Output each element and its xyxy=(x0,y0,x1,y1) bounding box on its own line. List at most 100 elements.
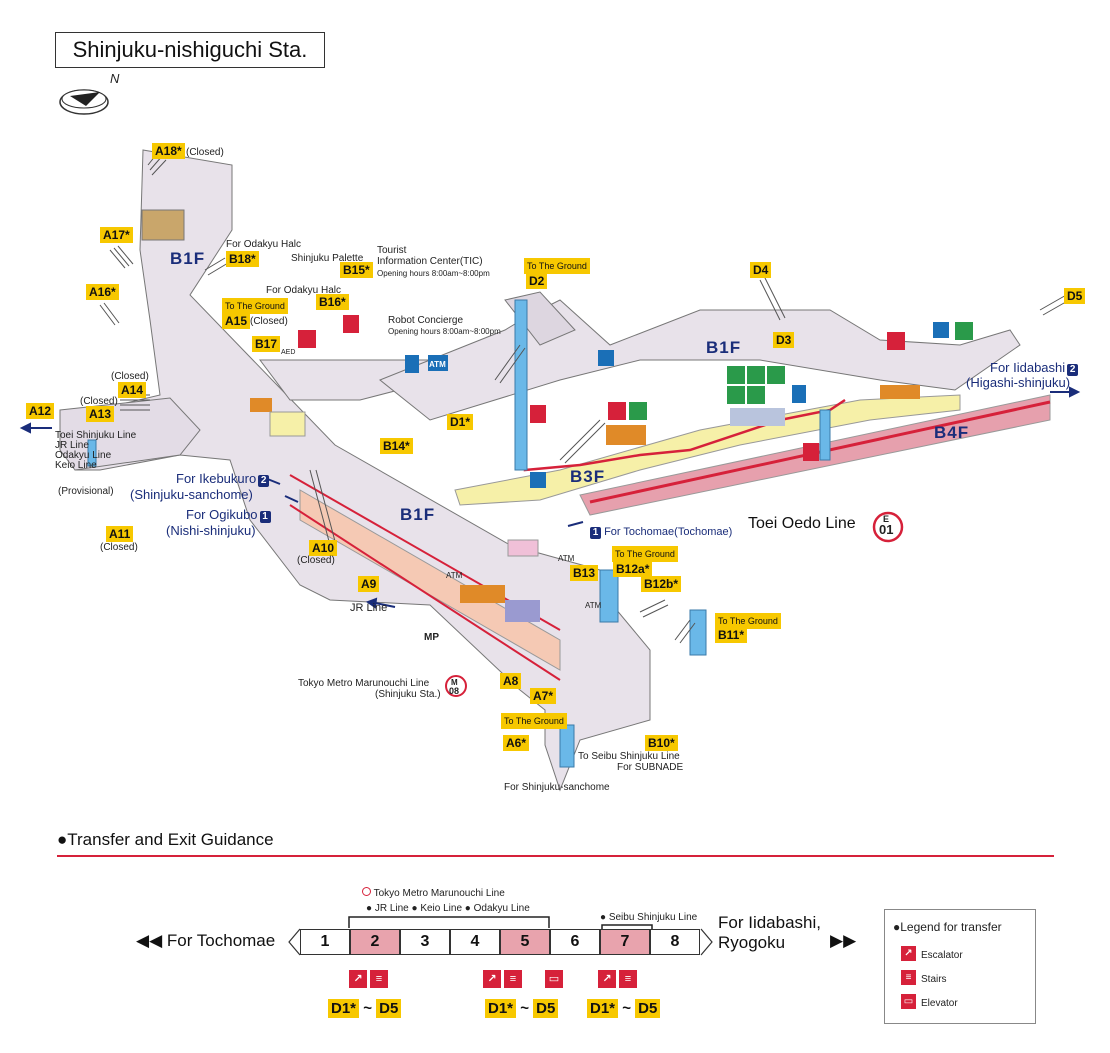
telephone-icon xyxy=(405,355,419,373)
ticket-icon-east xyxy=(933,322,949,338)
direction-ikebukuro-via: (Shinjuku-sanchome) xyxy=(130,487,253,502)
stairs-icon-car5: ≡ xyxy=(504,970,522,988)
family-room-icon xyxy=(747,386,765,404)
ticket-icon xyxy=(598,350,614,366)
exit-b16-tag: B16* xyxy=(316,294,349,310)
exit-a15-note: (Closed) xyxy=(250,316,288,327)
exit-range-car7: D1* ~ D5 xyxy=(587,999,661,1018)
baby-room-icon xyxy=(767,366,785,384)
robot-label: Robot Concierge xyxy=(388,315,464,326)
transfer-seibu: ● Seibu Shinjuku Line xyxy=(600,912,698,923)
car-2: 2 xyxy=(350,929,400,955)
lines-left-1: Toei Shinjuku Line xyxy=(55,430,137,441)
legend-escalator-icon: ↗ xyxy=(901,946,916,961)
for-iidabashi-arrows: ▶▶ xyxy=(830,931,857,950)
exit-a16-tag: A16* xyxy=(86,284,119,300)
atm-label-1: ATM xyxy=(558,554,575,563)
atm-label-2: ATM xyxy=(585,601,602,610)
for-iidabashi-label-2: Ryogoku xyxy=(718,933,786,952)
direction-tochomae-num: 1 xyxy=(590,527,601,539)
marunouchi-code-num: 08 xyxy=(449,686,460,696)
floor-label-b1f-north: B1F xyxy=(170,249,206,268)
car-8: 8 xyxy=(650,929,700,955)
marunouchi-label-2: (Shinjuku Sta.) xyxy=(375,689,441,700)
compass-icon xyxy=(59,89,109,115)
exit-range-car2-to: D5 xyxy=(376,999,402,1018)
exit-range-car7-to: D5 xyxy=(635,999,661,1018)
direction-ogikubo-via: (Nishi-shinjuku) xyxy=(166,523,256,538)
exit-a11-note: (Closed) xyxy=(100,542,138,553)
exit-range-car2: D1* ~ D5 xyxy=(328,999,402,1018)
exit-a15-tag: A15 xyxy=(222,313,251,329)
legend-stairs: Stairs xyxy=(921,974,947,985)
exit-b13-tag: B13 xyxy=(570,565,599,581)
exit-a18-note: (Closed) xyxy=(186,147,224,158)
exit-b12a-ground: To The Ground xyxy=(612,546,678,562)
guidance-divider xyxy=(57,855,1054,857)
direction-iidabashi-num: 2 xyxy=(1067,364,1079,376)
exit-d3-tag: D3 xyxy=(773,332,795,348)
oedo-line-badge xyxy=(872,511,904,543)
exit-a14-tag: A14 xyxy=(118,382,147,398)
coin-locker-icon xyxy=(629,402,647,420)
station-title: Shinjuku-nishiguchi Sta. xyxy=(55,32,325,68)
exit-b12b-tag: B12b* xyxy=(641,576,682,592)
for-iidabashi-label-1: For Iidabashi, xyxy=(718,913,821,932)
mp-label: MP xyxy=(424,632,439,643)
transfer-marunouchi: Tokyo Metro Marunouchi Line xyxy=(362,887,505,899)
direction-iidabashi-via: (Higashi-shinjuku) xyxy=(966,375,1071,390)
legend-stairs-icon: ≡ xyxy=(901,970,916,985)
escalator-icon-car7: ↗ xyxy=(598,970,616,988)
exit-a9-tag: A9 xyxy=(358,576,380,592)
shinjuku-sanchome-label: For Shinjuku-sanchome xyxy=(504,782,610,793)
coin-locker-icon-east xyxy=(955,322,973,340)
exit-a18-tag: A18* xyxy=(152,143,185,159)
elevator-icon-d1 xyxy=(530,405,546,423)
atm-icon xyxy=(428,355,448,371)
ostomate-icon xyxy=(727,386,745,404)
seibu-label-1: To Seibu Shinjuku Line xyxy=(578,751,680,762)
car-1: 1 xyxy=(300,929,350,955)
direction-ikebukuro-text: For Ikebukuro xyxy=(176,471,257,486)
exit-a8-tag: A8 xyxy=(500,673,522,689)
direction-tochomae: 1 For Tochomae(Tochomae) xyxy=(588,525,732,540)
elevator-icon-b4f xyxy=(803,443,819,461)
atm-icon-label: ATM xyxy=(429,360,446,369)
exit-a6-tag: A6* xyxy=(503,735,530,751)
exit-a17-tag: A17* xyxy=(100,227,133,243)
oedo-line-label: Toei Oedo Line xyxy=(748,515,856,532)
atm-label-3: ATM xyxy=(446,571,463,580)
exit-range-car5-to: D5 xyxy=(533,999,559,1018)
exit-a14-note: (Closed) xyxy=(111,371,149,382)
car-7: 7 xyxy=(600,929,650,955)
car-6: 6 xyxy=(550,929,600,955)
exit-d5-tag: D5 xyxy=(1064,288,1086,304)
jr-line-label: JR Line xyxy=(350,602,388,614)
direction-ogikubo-num: 1 xyxy=(259,511,271,523)
tic-label-1: Tourist xyxy=(377,245,407,256)
exit-b11-tag: B11* xyxy=(715,627,748,643)
for-tochomae-label: ◀◀ For Tochomae xyxy=(136,931,276,950)
legend-escalator: Escalator xyxy=(921,950,963,961)
guidance-heading: ●Transfer and Exit Guidance xyxy=(57,830,274,849)
transfer-group: ● JR Line ● Keio Line ● Odakyu Line xyxy=(366,903,530,914)
aed-icon xyxy=(608,402,626,420)
aed-icon-east xyxy=(887,332,905,350)
exit-b15-for: Shinjuku Palette xyxy=(291,253,364,264)
car-4: 4 xyxy=(450,929,500,955)
transfer-bracket-seibu xyxy=(601,924,653,931)
telephone-icon-b3f xyxy=(792,385,806,403)
car-3: 3 xyxy=(400,929,450,955)
provisional-label: (Provisional) xyxy=(58,486,114,497)
car-5: 5 xyxy=(500,929,550,955)
ticket-icon-b3f xyxy=(530,472,546,488)
marunouchi-label-1: Tokyo Metro Marunouchi Line xyxy=(298,678,430,689)
stairs-icon-car2: ≡ xyxy=(370,970,388,988)
marunouchi-line-badge xyxy=(445,675,467,697)
exit-range-car5: D1* ~ D5 xyxy=(485,999,559,1018)
exit-a15-ground: To The Ground xyxy=(222,298,288,314)
b3f-concourse xyxy=(454,394,961,506)
train-front-left xyxy=(288,928,301,956)
